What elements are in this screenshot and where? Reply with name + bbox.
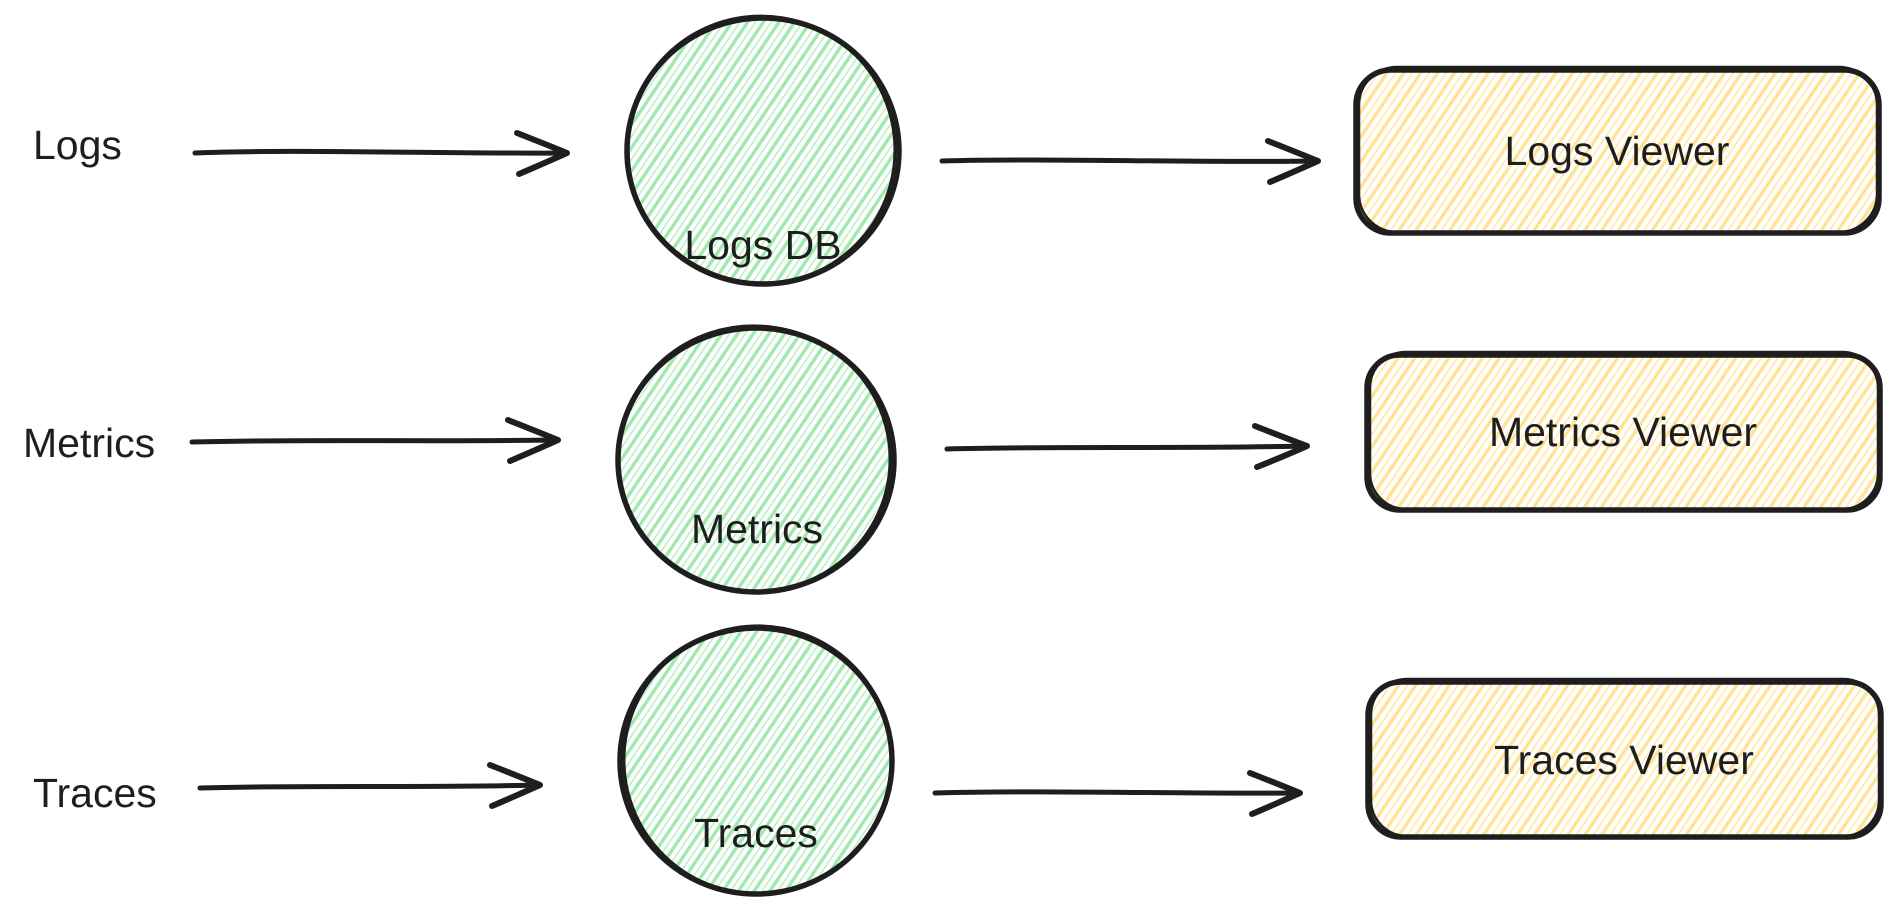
arrow-traces-to-traces-db-icon bbox=[197, 762, 543, 809]
traces-db-circle bbox=[617, 624, 895, 897]
logs-viewer-label: Logs Viewer bbox=[1504, 128, 1730, 174]
arrow-logs-db-to-logs-viewer-icon bbox=[939, 138, 1321, 185]
source-label-metrics: Metrics bbox=[23, 420, 156, 466]
traces-viewer-label: Traces Viewer bbox=[1494, 737, 1754, 783]
logs-viewer-box bbox=[1353, 65, 1882, 236]
source-label-logs: Logs bbox=[33, 122, 122, 168]
metrics-db-label-line1: Metrics bbox=[690, 506, 824, 552]
metrics-db-circle bbox=[615, 324, 897, 595]
arrow-metrics-db-to-metrics-viewer-icon bbox=[944, 423, 1310, 470]
logs-db-label-line1: Logs DB bbox=[684, 222, 842, 268]
arrow-metrics-to-metrics-db-icon bbox=[189, 417, 561, 464]
logs-db-label: Logs DB bbox=[623, 125, 903, 365]
logs-db-circle bbox=[624, 14, 902, 287]
arrow-logs-to-logs-db-icon bbox=[192, 130, 570, 177]
source-label-traces: Traces bbox=[33, 770, 157, 816]
arrow-traces-db-to-traces-viewer-icon bbox=[932, 770, 1303, 817]
traces-viewer-box bbox=[1365, 677, 1884, 840]
traces-db-label-line1: Traces bbox=[694, 810, 818, 856]
metrics-viewer-box bbox=[1364, 350, 1883, 513]
metrics-viewer-label: Metrics Viewer bbox=[1488, 409, 1758, 455]
traces-db-label: Traces DB bbox=[616, 713, 896, 913]
